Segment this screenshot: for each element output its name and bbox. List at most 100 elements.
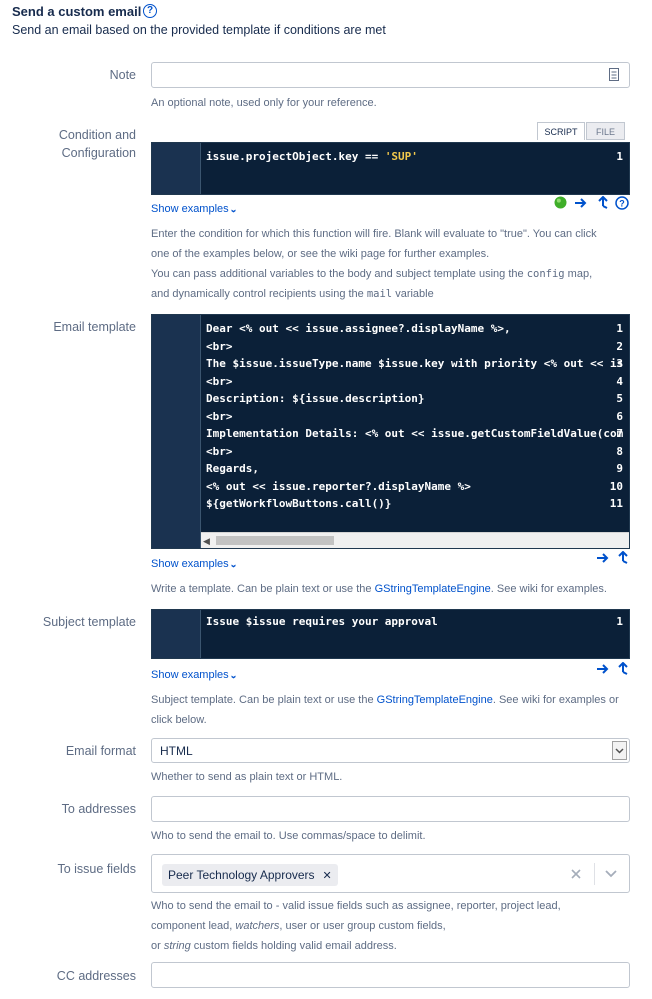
help-circle-icon[interactable]: ?: [615, 196, 629, 210]
code-text: issue.projectObject.key ==: [206, 150, 385, 163]
help-text: or: [151, 940, 164, 952]
notes-icon[interactable]: [609, 68, 619, 81]
help-text: custom fields holding valid email addres…: [190, 940, 397, 952]
dropdown-button[interactable]: [612, 741, 627, 760]
line-number: 6: [616, 409, 623, 423]
help-text: map,: [564, 268, 593, 280]
chevron-double-down-icon: ››: [227, 209, 239, 210]
email-format-label: Email format: [65, 744, 136, 758]
subject-template-show-examples[interactable]: Show examples››: [151, 669, 238, 681]
code-line[interactable]: <br>: [206, 409, 233, 423]
line-number: 5: [616, 392, 623, 405]
code-line[interactable]: <% out << issue.reporter?.displayName %>: [206, 479, 471, 493]
scrollbar-thumb[interactable]: [216, 536, 334, 545]
condition-label-line1: Condition and: [58, 128, 136, 142]
cc-addresses-input[interactable]: [151, 962, 630, 988]
email-template-gutter: [152, 315, 201, 548]
chip-label: Peer Technology Approvers: [168, 868, 315, 882]
condition-help: Enter the condition for which this funct…: [151, 224, 631, 304]
chip-remove-icon[interactable]: ✕: [322, 870, 332, 882]
help-emphasis: watchers: [235, 920, 280, 932]
help-text: component lead,: [151, 920, 236, 932]
arrow-right-icon[interactable]: [596, 663, 610, 675]
line-number: 7: [616, 427, 623, 440]
tab-file[interactable]: FILE: [586, 122, 625, 140]
mail-code: mail: [366, 288, 393, 300]
code-line[interactable]: Issue $issue requires your approval: [206, 615, 438, 628]
code-line[interactable]: Regards,: [206, 462, 259, 475]
to-addresses-label: To addresses: [61, 802, 136, 816]
condition-editor[interactable]: 1 issue.projectObject.key == 'SUP': [151, 142, 630, 195]
to-issue-fields-label: To issue fields: [57, 862, 136, 876]
help-icon[interactable]: ?: [143, 4, 157, 18]
condition-show-examples[interactable]: Show examples››: [151, 203, 238, 215]
line-number: 1: [616, 615, 623, 628]
tab-script[interactable]: SCRIPT: [537, 122, 585, 140]
email-format-value: HTML: [160, 744, 193, 758]
arrow-right-icon[interactable]: [574, 197, 588, 209]
gstring-template-engine-link[interactable]: GStringTemplateEngine: [376, 694, 493, 706]
help-text: . See wiki for examples or: [492, 694, 619, 706]
arrow-up-left-icon[interactable]: [596, 196, 609, 210]
email-template-help: Write a template. Can be plain text or u…: [151, 579, 631, 599]
scroll-left-icon[interactable]: ◀: [203, 536, 210, 546]
code-line[interactable]: <br>: [206, 444, 233, 458]
note-input[interactable]: [151, 62, 630, 88]
code-line[interactable]: Implementation Details: <% out << issue.…: [206, 427, 624, 440]
code-line[interactable]: The $issue.issueType.name $issue.key wit…: [206, 357, 624, 370]
line-number: 10: [609, 479, 623, 493]
selected-chip: Peer Technology Approvers ✕: [162, 864, 338, 886]
arrow-right-icon[interactable]: [596, 552, 610, 564]
help-text: Subject template. Can be plain text or u…: [151, 694, 377, 706]
to-issue-fields-help: Who to send the email to - valid issue f…: [151, 896, 631, 956]
condition-gutter: [152, 143, 201, 194]
code-string: 'SUP': [384, 150, 418, 163]
code-line[interactable]: Dear <% out << issue.assignee?.displayNa…: [206, 322, 511, 335]
to-issue-fields-select[interactable]: Peer Technology Approvers ✕: [151, 854, 630, 893]
subject-template-label: Subject template: [42, 615, 136, 629]
gstring-template-engine-link[interactable]: GStringTemplateEngine: [374, 583, 491, 595]
help-text: . See wiki for examples.: [490, 583, 607, 595]
condition-help-line2: one of the examples below, or see the wi…: [151, 248, 490, 260]
page-subtitle: Send an email based on the provided temp…: [12, 23, 386, 37]
to-addresses-input[interactable]: [151, 796, 630, 822]
arrow-up-left-icon[interactable]: [616, 551, 629, 565]
arrow-up-left-icon[interactable]: [616, 662, 629, 676]
code-line[interactable]: Description: ${issue.description}: [206, 392, 425, 405]
help-emphasis: string: [163, 940, 191, 952]
clear-icon[interactable]: [570, 868, 582, 880]
issue-fields-help-line1: Who to send the email to - valid issue f…: [151, 900, 561, 912]
email-format-help: Whether to send as plain text or HTML.: [151, 771, 343, 783]
condition-help-line4: and dynamically control recipients using…: [151, 284, 631, 304]
page-title: Send a custom email: [12, 4, 142, 19]
code-line[interactable]: <br>: [206, 374, 233, 388]
code-line[interactable]: <br>: [206, 339, 233, 353]
condition-help-line3: You can pass additional variables to the…: [151, 264, 631, 284]
line-number: 2: [616, 339, 623, 353]
to-addresses-help: Who to send the email to. Use commas/spa…: [151, 830, 426, 842]
chevron-double-down-icon: ››: [227, 675, 239, 676]
show-examples-label: Show examples: [151, 669, 229, 681]
code-line[interactable]: issue.projectObject.key == 'SUP': [206, 150, 418, 163]
subject-template-editor[interactable]: 1 Issue $issue requires your approval: [151, 609, 630, 659]
help-text: , user or user group custom fields,: [279, 920, 446, 932]
code-line[interactable]: ${getWorkflowButtons.call()}: [206, 497, 392, 510]
note-label: Note: [109, 68, 136, 82]
chevron-down-icon[interactable]: [604, 869, 618, 879]
line-number: 9: [616, 462, 623, 475]
line-number: 1: [616, 322, 623, 335]
email-format-select[interactable]: HTML: [151, 738, 630, 763]
subject-template-gutter: [152, 610, 201, 658]
help-text: variable: [392, 288, 434, 300]
subject-help-line1: Subject template. Can be plain text or u…: [151, 690, 631, 710]
show-examples-label: Show examples: [151, 203, 229, 215]
help-text: and dynamically control recipients using…: [151, 288, 367, 300]
svg-text:?: ?: [619, 199, 625, 209]
chevron-down-icon: [615, 748, 624, 754]
horizontal-scrollbar[interactable]: ◀: [201, 532, 629, 548]
select-divider: [594, 863, 595, 885]
show-examples-label: Show examples: [151, 558, 229, 570]
email-template-editor[interactable]: 1 Dear <% out << issue.assignee?.display…: [151, 314, 630, 549]
email-template-show-examples[interactable]: Show examples››: [151, 558, 238, 570]
line-number: 11: [609, 497, 623, 510]
